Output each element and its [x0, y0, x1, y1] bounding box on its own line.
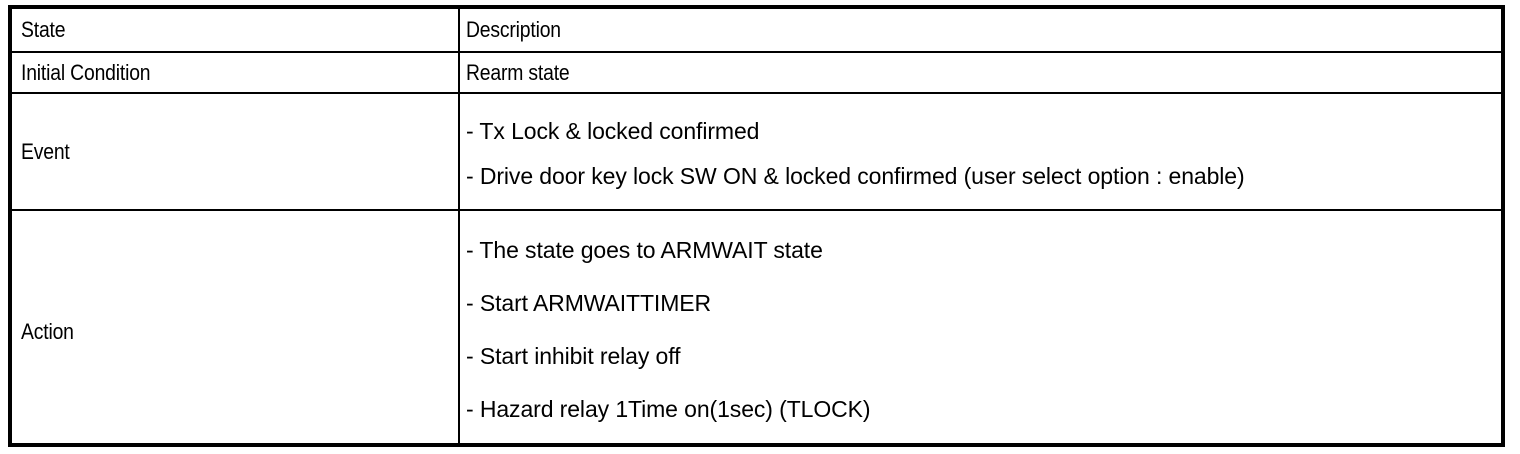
action-bullet-list: - The state goes to ARMWAIT state - Star… — [466, 211, 1501, 443]
state-cell-action: Action — [12, 211, 460, 443]
table-row-action: Action - The state goes to ARMWAIT state… — [12, 211, 1501, 443]
table-header-row: State Description — [12, 9, 1501, 53]
event-bullet-list: - Tx Lock & locked confirmed - Drive doo… — [466, 94, 1501, 209]
action-bullet-item-2: - Start ARMWAITTIMER — [466, 289, 712, 316]
state-label-initial-condition: Initial Condition — [21, 59, 151, 85]
action-bullet-item-3: - Start inhibit relay off — [466, 342, 681, 369]
table-row-initial-condition: Initial Condition Rearm state — [12, 53, 1501, 94]
description-cell-action: - The state goes to ARMWAIT state - Star… — [460, 211, 1501, 443]
description-cell-event: - Tx Lock & locked confirmed - Drive doo… — [460, 94, 1501, 209]
description-text-rearm-state: Rearm state — [466, 59, 570, 85]
action-bullet-item-4: - Hazard relay 1Time on(1sec) (TLOCK) — [466, 395, 871, 422]
state-label-event: Event — [21, 138, 70, 164]
header-cell-description: Description — [460, 9, 1501, 51]
column-header-description: Description — [466, 17, 561, 42]
header-cell-state: State — [12, 9, 460, 51]
state-cell-event: Event — [12, 94, 460, 209]
action-bullet-item-1: - The state goes to ARMWAIT state — [466, 236, 823, 263]
state-description-table: State Description Initial Condition Rear… — [8, 5, 1505, 447]
state-label-action: Action — [21, 319, 74, 344]
table-row-event: Event - Tx Lock & locked confirmed - Dri… — [12, 94, 1501, 211]
event-bullet-item-1: - Tx Lock & locked confirmed — [466, 117, 760, 144]
description-cell-initial-condition: Rearm state — [460, 53, 1501, 92]
column-header-state: State — [21, 17, 66, 42]
state-cell-initial-condition: Initial Condition — [12, 53, 460, 92]
event-bullet-item-2: - Drive door key lock SW ON & locked con… — [466, 163, 1245, 190]
